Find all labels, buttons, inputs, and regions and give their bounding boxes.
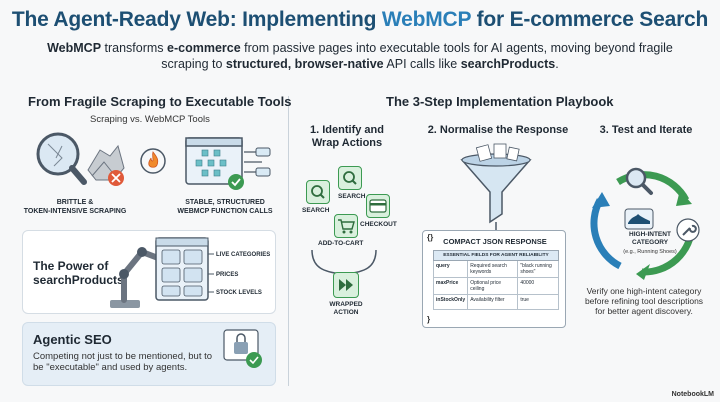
credit-card-icon xyxy=(369,199,387,213)
search2-tool-icon xyxy=(338,166,362,190)
right-heading: The 3-Step Implementation Playbook xyxy=(386,94,614,109)
left-heading: From Fragile Scraping to Executable Tool… xyxy=(28,94,292,109)
subtitle-s2: transforms xyxy=(101,41,168,55)
field-value: true xyxy=(517,294,559,310)
wrapped-label: WRAPPED ACTION xyxy=(329,301,363,316)
field-value: 40000 xyxy=(517,277,559,295)
json-title: COMPACT JSON RESPONSE xyxy=(443,237,547,246)
cart-icon xyxy=(338,219,355,234)
fast-forward-icon xyxy=(339,279,353,291)
search-tool-icon xyxy=(306,180,330,204)
column-divider xyxy=(288,96,289,386)
title-part-1: The Agent-Ready Web: xyxy=(11,8,243,31)
title-part-2: Implementing xyxy=(242,8,382,31)
category-label: HIGH-INTENT CATEGORY xyxy=(629,231,671,246)
fields-table: ESSENTIAL FIELDS FOR AGENT RELIABILITY q… xyxy=(432,250,559,310)
lock-browser-icon xyxy=(223,329,262,368)
brittle-caption: BRITTLE &TOKEN-INTENSIVE SCRAPING xyxy=(23,199,127,215)
magnifier-broken-icon xyxy=(36,132,125,186)
brace-close: } xyxy=(427,315,431,324)
power-label-stock: STOCK LEVELS xyxy=(216,290,262,296)
field-key: inStockOnly xyxy=(432,294,469,310)
table-row: maxPrice Optional price ceiling 40000 xyxy=(432,277,559,295)
field-desc: Optional price ceiling xyxy=(467,277,519,295)
field-desc: Availability filter xyxy=(467,294,519,310)
title-highlight: WebMCP xyxy=(381,8,471,31)
subtitle-s8: . xyxy=(555,57,559,71)
seo-body: Competing not just to be mentioned, but … xyxy=(33,351,213,373)
page-subtitle: WebMCP transforms e-commerce from passiv… xyxy=(40,40,680,72)
wrench-icon xyxy=(676,218,700,242)
fields-table-header: ESSENTIAL FIELDS FOR AGENT RELIABILITY xyxy=(433,250,559,261)
verify-text: Verify one high-intent category before r… xyxy=(584,286,704,316)
field-desc: Required search keywords xyxy=(467,260,519,278)
subtitle-s7: searchProducts xyxy=(460,57,556,71)
power-label-categories: LIVE CATEGORIES xyxy=(216,252,271,258)
field-key: query xyxy=(432,260,469,278)
subtitle-s4: from passive pages into executable tools… xyxy=(161,41,673,71)
search-icon xyxy=(311,185,325,199)
subtitle-s6: API calls like xyxy=(383,57,461,71)
addtocart-label: ADD-TO-CART xyxy=(318,240,364,247)
browser-tools-icon xyxy=(185,137,271,190)
search-icon-2 xyxy=(343,171,357,185)
fire-icon xyxy=(140,148,166,174)
json-response-box: {} COMPACT JSON RESPONSE ESSENTIAL FIELD… xyxy=(422,230,566,328)
table-row: inStockOnly Availability filter true xyxy=(432,294,559,310)
title-part-4: for E-commerce Search xyxy=(470,8,709,31)
step2-title: 2. Normalise the Response xyxy=(427,124,569,136)
step1-title: 1. Identify and Wrap Actions xyxy=(310,124,384,149)
field-value: "black running shoes" xyxy=(517,260,559,278)
brand-watermark: NotebookLM xyxy=(671,391,714,398)
subtitle-s5: structured, browser-native xyxy=(225,57,384,71)
search-label: SEARCH xyxy=(302,207,330,214)
field-key: maxPrice xyxy=(432,277,469,295)
search2-label: SEARCH xyxy=(338,193,366,200)
subtitle-s1: WebMCP xyxy=(47,41,102,55)
category-sub: (e.g., Running Shoes) xyxy=(623,249,677,255)
table-row: query Required search keywords "black ru… xyxy=(432,260,559,278)
compare-caption: Scraping vs. WebMCP Tools xyxy=(90,114,210,125)
cart-tool-icon xyxy=(334,214,358,238)
robot-arm-icon xyxy=(110,237,214,308)
shoe-icon xyxy=(624,208,654,230)
magnifier-icon xyxy=(625,167,653,195)
page-title: The Agent-Ready Web: Implementing WebMCP… xyxy=(0,8,720,32)
seo-title: Agentic SEO xyxy=(33,332,112,347)
checkout-label: CHECKOUT xyxy=(360,221,397,228)
step3-title: 3. Test and Iterate xyxy=(599,124,693,136)
power-box: The Power of searchProducts xyxy=(22,230,276,314)
brace-open: {} xyxy=(427,233,434,242)
funnel-icon xyxy=(460,143,532,230)
power-label-prices: PRICES xyxy=(216,272,239,278)
power-title: The Power of searchProducts xyxy=(33,259,124,287)
subtitle-s3: e-commerce xyxy=(167,41,241,55)
